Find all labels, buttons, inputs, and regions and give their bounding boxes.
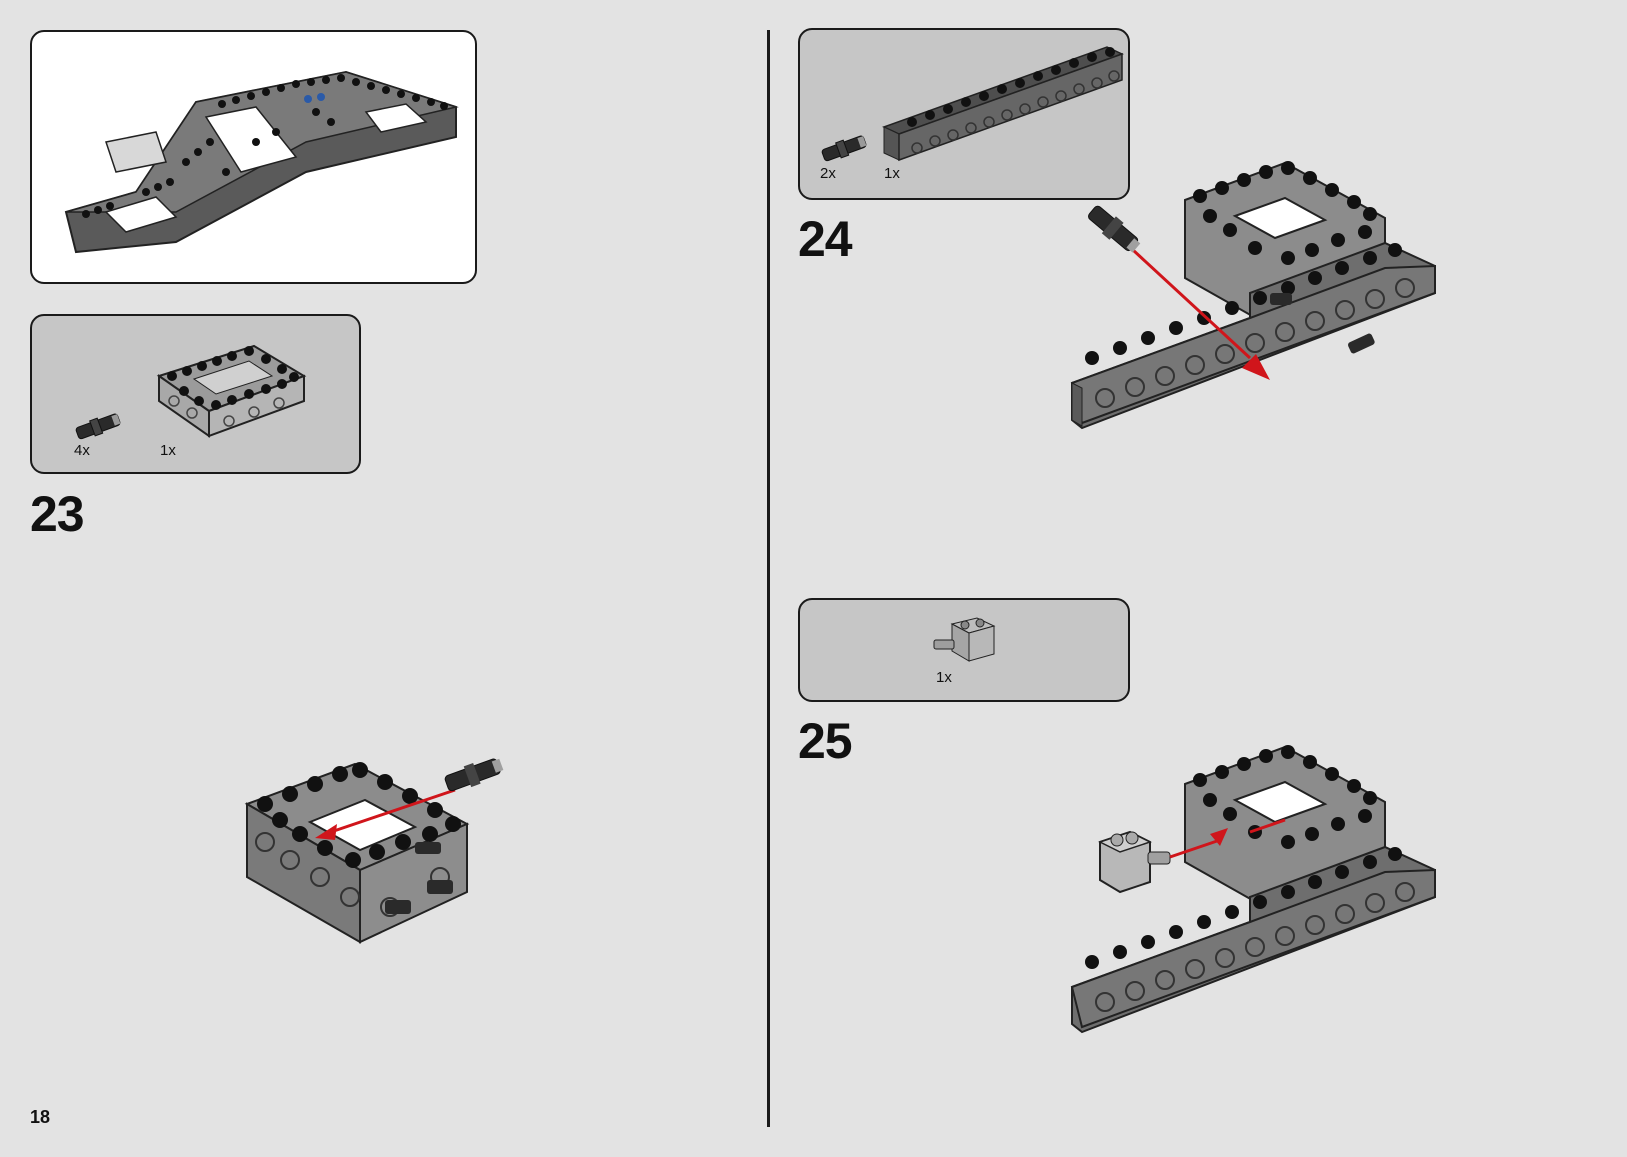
previous-assembly-callout [30, 30, 477, 284]
step-23-qty-frame: 1x [160, 442, 176, 459]
step-23-number: 23 [30, 486, 85, 542]
open-frame-brick-icon [156, 344, 307, 438]
step-25-number: 25 [798, 713, 853, 769]
step-24-qty-beam: 1x [884, 165, 900, 182]
step-24-parts-box: 2x 1x [798, 28, 1130, 200]
pin-connector-icon [75, 413, 121, 440]
step-23-qty-pin: 4x [74, 442, 90, 459]
page-divider [767, 30, 770, 1127]
assembly-subassembly-icon [64, 70, 459, 254]
step-25-parts-box: 1x [798, 598, 1130, 702]
step-24-number: 24 [798, 211, 853, 267]
step-23-parts-box: 4x 1x [30, 314, 361, 474]
step-24-illustration [1070, 161, 1436, 430]
page-number: 18 [30, 1107, 51, 1127]
pin-connector-icon [821, 135, 867, 162]
brick-with-pin-icon [933, 617, 996, 662]
step-25-illustration [1070, 745, 1436, 1034]
step-25-qty-brick: 1x [936, 669, 952, 686]
step-24-qty-pin: 2x [820, 165, 836, 182]
technic-beam-1x12-icon [882, 46, 1124, 162]
step-23-illustration [244, 758, 504, 944]
